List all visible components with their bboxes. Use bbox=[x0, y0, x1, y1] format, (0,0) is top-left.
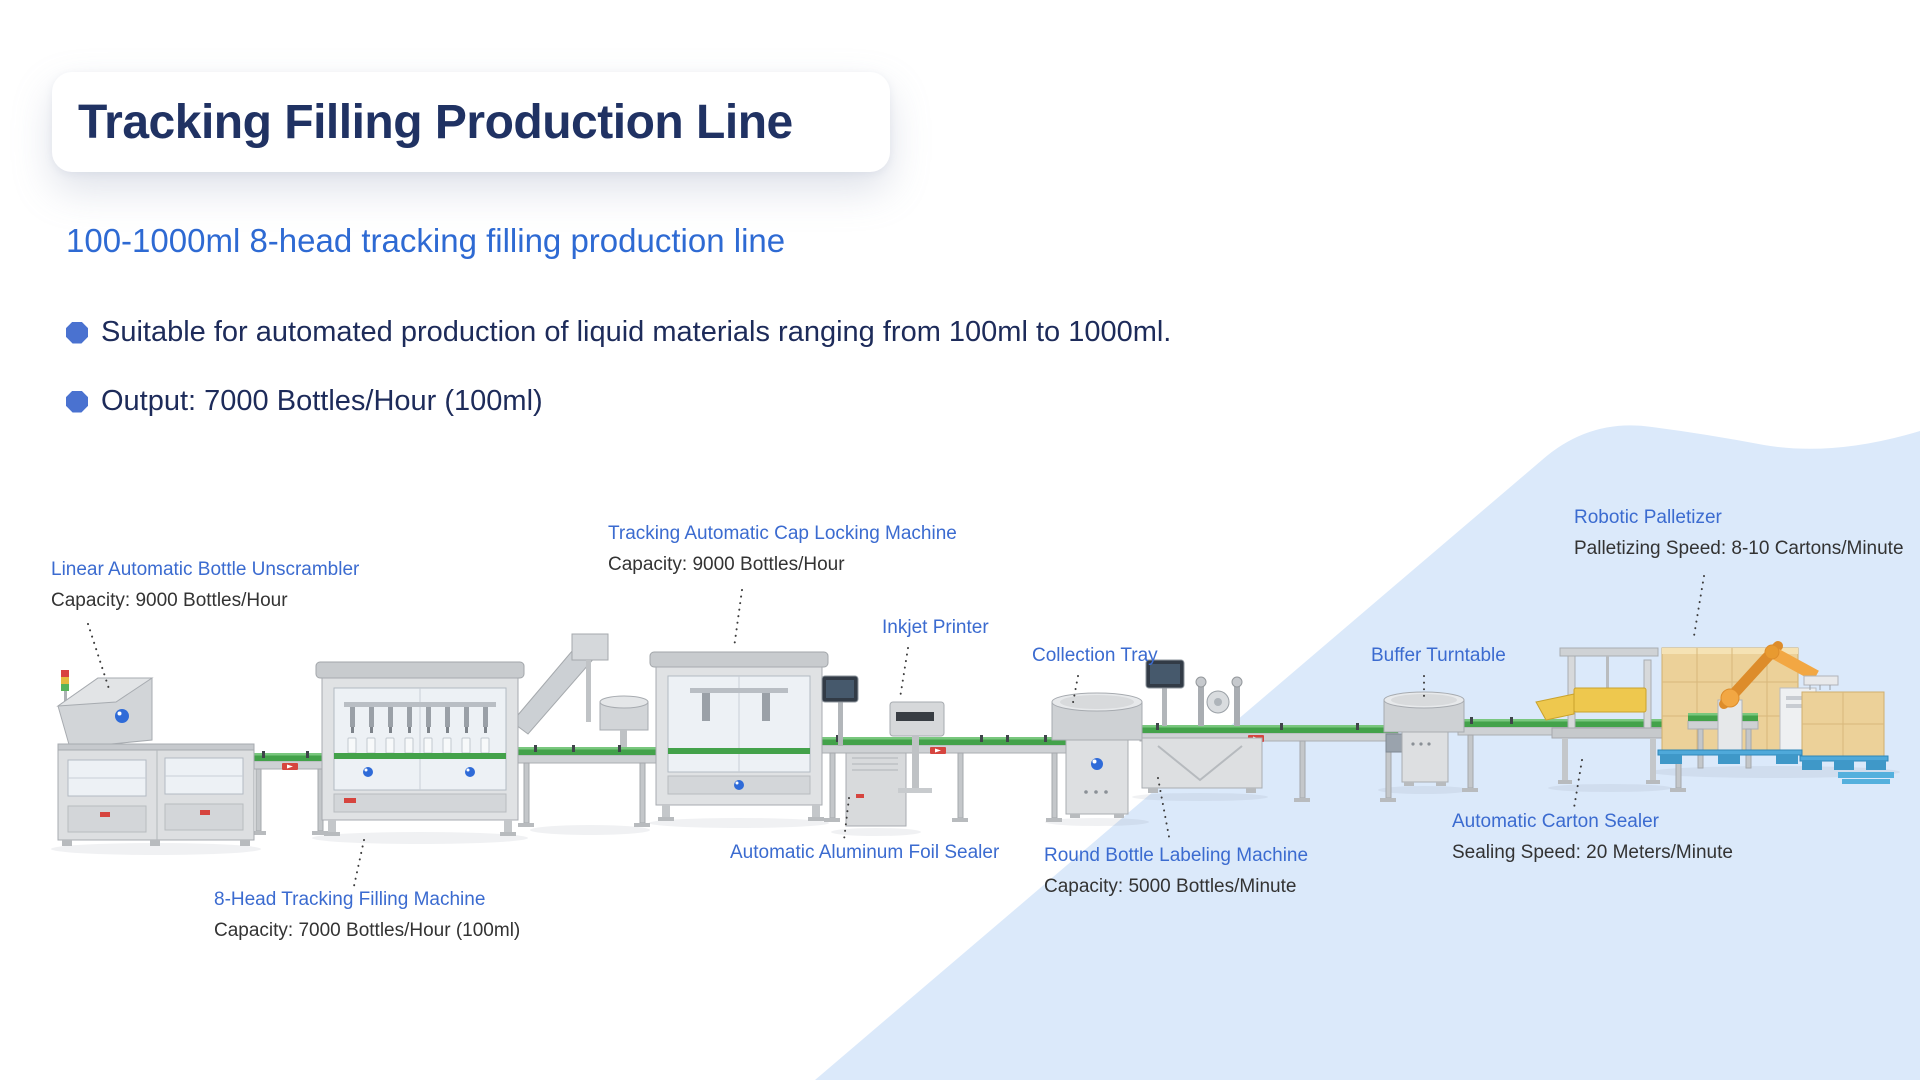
subtitle: 100-1000ml 8-head tracking filling produ… bbox=[66, 222, 786, 259]
label-filling-machine: 8-Head Tracking Filling Machine Capacity… bbox=[214, 889, 521, 941]
unscrambler-illustration bbox=[56, 670, 255, 846]
bullet-item: Suitable for automated production of liq… bbox=[66, 316, 1171, 349]
label-buffer-turntable: Buffer Turntable bbox=[1371, 645, 1506, 666]
buffer-turntable-illustration bbox=[1383, 691, 1465, 786]
cap-elevator-illustration bbox=[511, 633, 649, 760]
octagon-bullet-icon bbox=[66, 321, 88, 344]
label-bottle-unscrambler: Linear Automatic Bottle Unscrambler Capa… bbox=[51, 559, 360, 611]
label-robotic-palletizer: Robotic Palletizer Palletizing Speed: 8-… bbox=[1574, 507, 1904, 559]
leader-lines bbox=[87, 575, 1705, 887]
title-card: Tracking Filling Production Line bbox=[52, 72, 890, 172]
label-carton-sealer: Automatic Carton Sealer Sealing Speed: 2… bbox=[1452, 811, 1733, 863]
bullet-text: Output: 7000 Bottles/Hour (100ml) bbox=[101, 385, 543, 417]
bullet-item: Output: 7000 Bottles/Hour (100ml) bbox=[66, 385, 543, 418]
label-labeling-machine: Round Bottle Labeling Machine Capacity: … bbox=[1044, 845, 1309, 897]
octagon-bullet-icon bbox=[66, 390, 88, 413]
label-inkjet-printer: Inkjet Printer bbox=[882, 617, 989, 638]
label-collection-tray: Collection Tray bbox=[1032, 645, 1158, 666]
cap-locking-illustration bbox=[649, 651, 859, 821]
label-foil-sealer: Automatic Aluminum Foil Sealer bbox=[730, 842, 1000, 863]
ground-shadows bbox=[51, 766, 1900, 855]
robotic-palletizer-illustration bbox=[1657, 641, 1894, 784]
labeling-machine-illustration bbox=[1141, 659, 1263, 793]
page-title: Tracking Filling Production Line bbox=[78, 95, 793, 149]
inkjet-printer-illustration bbox=[889, 701, 945, 793]
label-cap-locking-machine: Tracking Automatic Cap Locking Machine C… bbox=[608, 523, 957, 575]
background-wave bbox=[815, 425, 1920, 1080]
carton-sealer-illustration bbox=[1535, 647, 1669, 784]
bullet-text: Suitable for automated production of liq… bbox=[101, 316, 1172, 348]
collection-tray-illustration bbox=[1051, 692, 1143, 818]
filling-machine-illustration bbox=[315, 661, 525, 836]
foil-sealer-illustration bbox=[845, 745, 907, 827]
